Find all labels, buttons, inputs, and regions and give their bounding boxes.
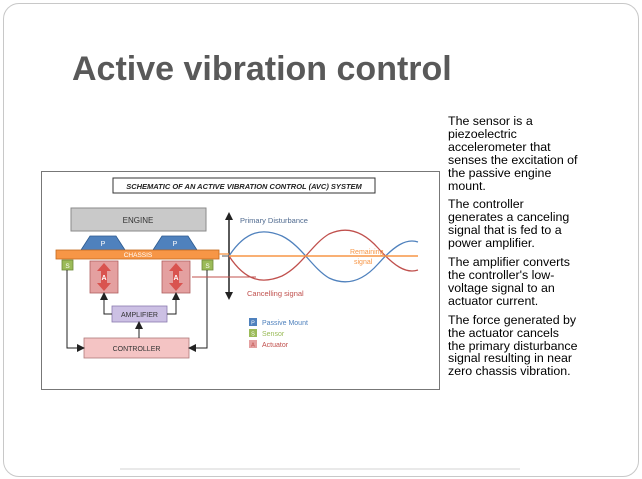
controller-label: CONTROLLER: [113, 346, 161, 353]
chassis-label: CHASSIS: [124, 252, 153, 259]
primary-disturbance-label: Primary Disturbance: [240, 216, 308, 225]
amplifier-label: AMPLIFIER: [121, 312, 158, 319]
legend-sensor-swatch: [249, 329, 257, 337]
note-paragraph-amplifier: The amplifier converts the controller's …: [448, 255, 570, 308]
mount-left-letter: P: [101, 241, 106, 248]
legend-passive-mount-swatch: [249, 318, 257, 326]
slide-notes: The sensor is a piezoelectric accelerome…: [448, 115, 578, 384]
slide-bottom-edge: [120, 468, 520, 470]
legend-actuator: Actuator: [262, 342, 289, 349]
mount-right-letter: P: [173, 241, 178, 248]
note-paragraph-actuator: The force generated by the actuator canc…: [448, 312, 578, 379]
actuator-right-letter: A: [173, 275, 178, 282]
actuator-right-arrow: [169, 263, 183, 291]
sensor-left-letter: S: [65, 263, 70, 270]
avc-schematic: SCHEMATIC OF AN ACTIVE VIBRATION CONTROL…: [41, 171, 440, 390]
note-paragraph-sensor: The sensor is a piezoelectric accelerome…: [448, 114, 578, 193]
amplitude-arrow-up: [225, 212, 233, 220]
signal-wiring: [66, 270, 208, 352]
actuator-left-letter: A: [101, 275, 106, 282]
legend-sensor-letter: S: [251, 332, 255, 338]
legend-passive-mount-letter: P: [251, 321, 255, 327]
legend-passive-mount: Passive Mount: [262, 320, 308, 327]
legend-actuator-swatch: [249, 340, 257, 348]
actuator-left-arrow: [97, 263, 111, 291]
sensor-right-letter: S: [205, 263, 210, 270]
avc-schematic-svg: SCHEMATIC OF AN ACTIVE VIBRATION CONTROL…: [55, 177, 419, 359]
primary-disturbance-wave: [228, 231, 419, 283]
slide-title: Active vibration control: [72, 50, 452, 88]
legend-sensor: Sensor: [262, 331, 285, 338]
schematic-heading: SCHEMATIC OF AN ACTIVE VIBRATION CONTROL…: [126, 182, 362, 191]
amplitude-arrow-down: [225, 292, 233, 300]
remaining-signal-label-2: signal: [354, 259, 373, 266]
legend: P Passive Mount S Sensor A Actuator: [249, 318, 308, 349]
cancelling-signal-label: Cancelling signal: [247, 289, 304, 298]
legend-actuator-letter: A: [251, 343, 255, 349]
engine-label: ENGINE: [123, 216, 154, 225]
engine-block: [70, 207, 207, 232]
schematic-heading-box: [112, 177, 376, 194]
cancelling-signal-wave: [228, 229, 419, 281]
note-paragraph-controller: The controller generates a canceling sig…: [448, 197, 570, 251]
remaining-signal-label-1: Remaining: [350, 249, 384, 256]
